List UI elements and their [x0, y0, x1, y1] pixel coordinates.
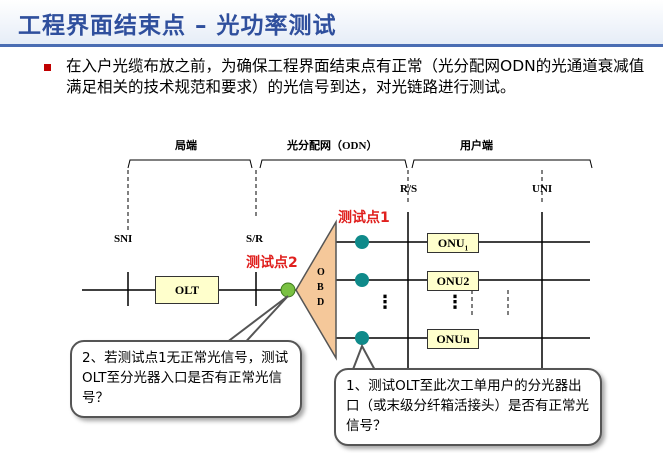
- header-divider: [0, 44, 663, 47]
- bullet-icon: [44, 64, 51, 71]
- branch-n-marker: [355, 331, 369, 345]
- onu-n-box: ONUn: [427, 329, 479, 349]
- central-office-label: 局端: [175, 140, 197, 152]
- sni-label: SNI: [114, 233, 133, 245]
- onu-1-box: ONU1: [427, 233, 479, 253]
- header-bar: 工程界面结束点 – 光功率测试: [0, 0, 663, 44]
- obd-letter-o: O: [317, 267, 325, 278]
- odn-brace: [259, 159, 408, 169]
- obd-splitter: [295, 219, 337, 361]
- sr-label: S/R: [246, 233, 264, 245]
- onu-2-box: ONU2: [427, 271, 479, 291]
- obd-letter-d: D: [317, 297, 325, 308]
- test-point-2-marker: [280, 282, 296, 298]
- onu-1-label: ONU: [437, 236, 465, 250]
- test-point-2-label: 测试点2: [246, 255, 298, 271]
- test-point-1-label: 测试点1: [338, 210, 390, 226]
- olt-box: OLT: [155, 276, 219, 304]
- odn-label: 光分配网（ODN）: [287, 140, 378, 152]
- user-brace: [411, 159, 593, 169]
- branch-2-marker: [355, 273, 369, 287]
- test-point-1-marker: [355, 235, 369, 249]
- ellipsis-onus: ⋮: [446, 292, 464, 313]
- intro-text: 在入户光缆布放之前，为确保工程界面结束点有正常（光分配网ODN的光通道衰减值满足…: [66, 57, 645, 96]
- rs-label: R/S: [400, 183, 418, 195]
- central-brace: [127, 159, 253, 169]
- callout-test-point-2: 2、若测试点1无正常光信号，测试OLT至分光器入口是否有正常光信号？: [70, 340, 302, 418]
- obd-letter-b: B: [317, 282, 324, 293]
- callout-test-point-1: 1、测试OLT至此次工单用户的分光器出口（或末级分纤箱活接头）是否有正常光信号？: [334, 368, 602, 446]
- ellipsis-branches: ⋮: [376, 292, 394, 313]
- user-side-label: 用户端: [460, 140, 493, 152]
- onu-1-subscript: 1: [464, 244, 469, 253]
- page-title: 工程界面结束点 – 光功率测试: [18, 13, 337, 39]
- uni-label: UNI: [532, 183, 553, 195]
